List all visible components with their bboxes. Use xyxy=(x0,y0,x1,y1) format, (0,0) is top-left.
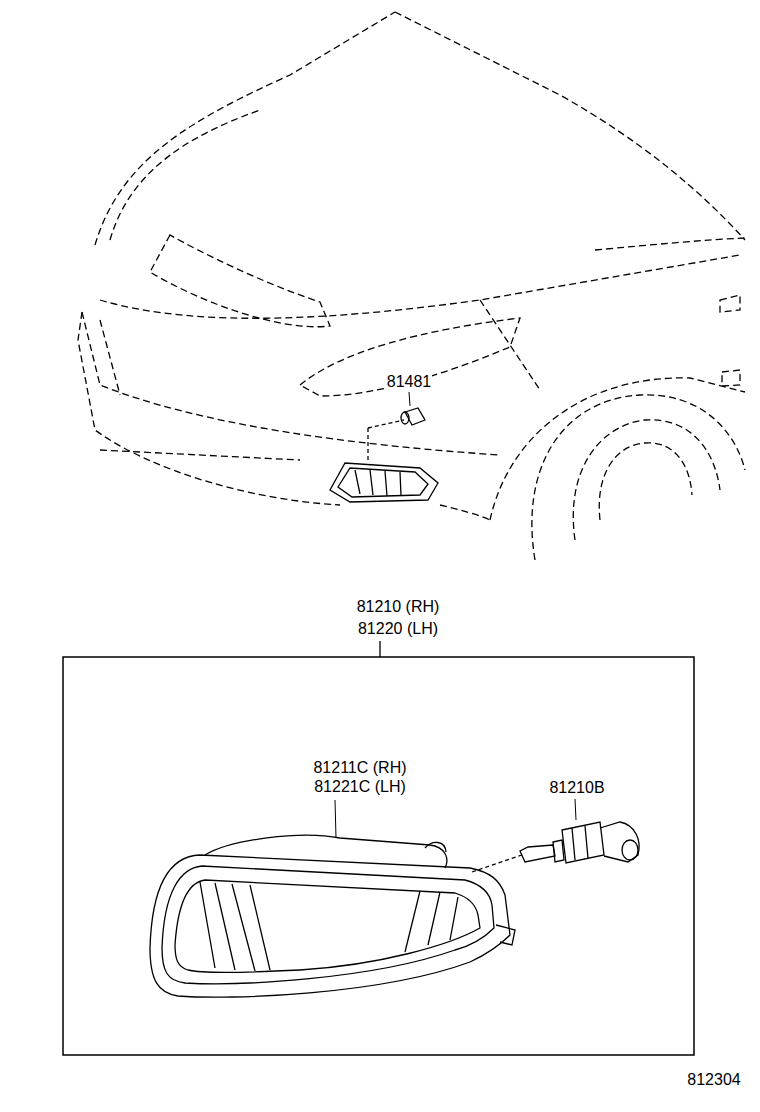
callout-number: 81210 (RH) xyxy=(356,599,441,615)
fog-lamp-unit xyxy=(150,800,515,997)
leader-line xyxy=(379,641,380,657)
callout-number: 81220 (LH) xyxy=(357,621,439,637)
callout-number: 81221C (LH) xyxy=(313,779,407,795)
fog-lamp-on-car xyxy=(330,420,438,502)
bracket-box xyxy=(63,657,694,1055)
callout-number: 812304 xyxy=(686,1072,741,1088)
callout-number: 81211C (RH) xyxy=(312,760,407,776)
socket-81481 xyxy=(401,392,425,425)
bulb-81210B xyxy=(472,799,639,872)
callout-number: 81210B xyxy=(548,780,605,796)
callout-number: 81481 xyxy=(386,374,433,390)
car-outline xyxy=(78,12,745,560)
